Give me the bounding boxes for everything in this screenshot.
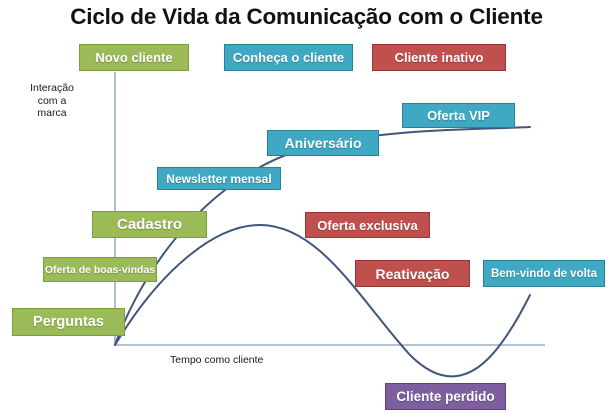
x-axis-label: Tempo como cliente (170, 354, 264, 366)
stage-box-perguntas[interactable]: Perguntas (12, 308, 125, 336)
page-title: Ciclo de Vida da Comunicação com o Clien… (70, 4, 543, 29)
stage-box-bem-vindo-de-volta[interactable]: Bem-vindo de volta (483, 260, 605, 287)
stage-box-novo-cliente[interactable]: Novo cliente (79, 44, 189, 71)
y-axis-label-line-0: Interação (30, 82, 74, 94)
stage-box-oferta-de-boas-vindas[interactable]: Oferta de boas-vindas (43, 257, 157, 282)
y-axis-label-line-2: marca (37, 107, 67, 119)
stage-box-oferta-exclusiva[interactable]: Oferta exclusiva (305, 212, 430, 238)
curve-churning-customer (114, 223, 531, 378)
stage-box-cadastro[interactable]: Cadastro (92, 211, 207, 238)
stage-box-cliente-inativo[interactable]: Cliente inativo (372, 44, 506, 71)
stage-box-conheca-o-cliente[interactable]: Conheça o cliente (224, 44, 353, 71)
stage-box-oferta-vip[interactable]: Oferta VIP (402, 103, 515, 128)
stage-box-newsletter-mensal[interactable]: Newsletter mensal (157, 167, 281, 190)
stage-box-reativacao[interactable]: Reativação (355, 260, 470, 287)
stage-box-aniversario[interactable]: Aniversário (267, 130, 379, 156)
stage-box-cliente-perdido[interactable]: Cliente perdido (385, 383, 506, 410)
y-axis-label-line-1: com a (37, 94, 67, 107)
